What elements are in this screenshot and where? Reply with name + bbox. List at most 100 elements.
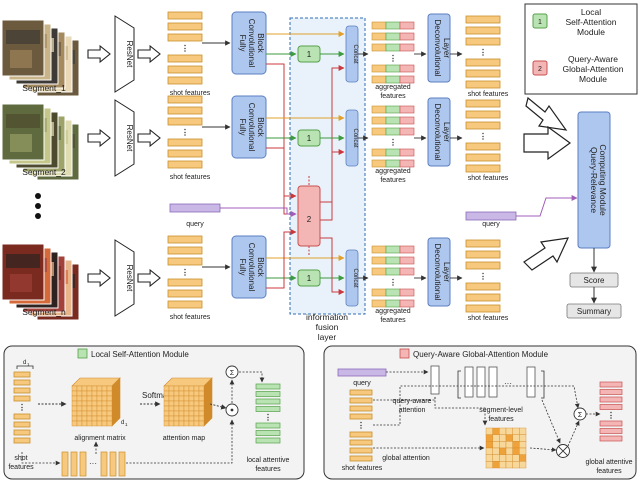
cube-cell — [106, 390, 113, 397]
global-attentive-feature-bar — [599, 428, 623, 434]
cube-cell — [178, 395, 185, 402]
output-shot-features: ⋮ — [465, 99, 501, 173]
local-out-label-2: features — [255, 466, 281, 473]
segment-label: Segment_n — [22, 307, 66, 317]
cube-cell — [86, 395, 93, 402]
cube-cell — [81, 395, 88, 402]
global-attentive-feature-bar — [599, 381, 623, 388]
aggregated-features-stack: ⋮ — [371, 245, 415, 308]
aggregated-feature-cell — [371, 75, 387, 84]
shot-feature-bar — [70, 451, 78, 477]
cube-cell — [76, 385, 83, 392]
qrc-label-2: Computing Module — [598, 144, 608, 216]
cube-cell — [71, 410, 78, 417]
local-attentive-feature-bar — [255, 383, 281, 390]
aggregated-feature-cell — [399, 288, 415, 297]
cube-cell — [96, 410, 103, 417]
cube-cell — [86, 390, 93, 397]
aggregated-feature-row — [371, 159, 415, 168]
aggregated-feature-cell — [385, 105, 401, 114]
aggregated-feature-cell — [371, 127, 387, 136]
aggregated-feature-row — [371, 105, 415, 114]
cube-cell — [101, 415, 108, 422]
video-frame-detail — [6, 30, 40, 44]
cube-cell — [106, 400, 113, 407]
fully-convolutional-block — [231, 235, 267, 299]
cube-cell — [91, 415, 98, 422]
shot-feature-bar — [13, 421, 31, 428]
fusion-layer-label-2: fusion — [316, 322, 339, 332]
hollow-arrow-icon — [523, 125, 572, 161]
cube-cell — [76, 390, 83, 397]
svg-text:1: 1 — [125, 422, 128, 427]
shot-feature-bar — [13, 387, 31, 394]
shot-feature-bar — [167, 278, 203, 287]
cube-cell — [198, 395, 205, 402]
cube-cell — [173, 400, 180, 407]
cube-cell — [76, 410, 83, 417]
cube-side — [203, 377, 213, 427]
deconv-label-2: Layer — [442, 262, 451, 282]
cube-cell — [86, 385, 93, 392]
shot-feature-bar — [167, 300, 203, 309]
cube-cell — [183, 395, 190, 402]
cube-cell — [81, 420, 88, 427]
aggregated-feature-cell — [399, 127, 415, 136]
resnet-label: ResNet — [125, 41, 134, 68]
cube-cell — [106, 385, 113, 392]
grid-cell — [512, 434, 520, 442]
shot-feature-bar — [349, 389, 373, 396]
aggregated-label-2: features — [380, 317, 406, 324]
cube-cell — [168, 410, 175, 417]
cube-cell — [163, 395, 170, 402]
video-frame-detail — [10, 274, 32, 292]
fcb-label: Block — [256, 117, 265, 138]
aggregated-feature-cell — [399, 267, 415, 276]
horizontal-dots-icon: ··· — [504, 379, 512, 388]
shot-feature-bar — [465, 99, 501, 108]
shot-feature-bar — [167, 76, 203, 85]
outer-product-icon — [556, 444, 570, 458]
vertical-dots-icon: ⋮ — [389, 278, 397, 287]
cube-cell — [168, 395, 175, 402]
resnet-block — [114, 15, 135, 93]
cube-cell — [96, 385, 103, 392]
fcb-label: Convolutional — [247, 19, 256, 68]
dot-product-icon — [225, 403, 239, 417]
cube-cell — [168, 390, 175, 397]
cube-cell — [163, 400, 170, 407]
hollow-arrow-icon — [87, 268, 111, 288]
global-attentive-feature-bar — [599, 420, 623, 427]
module-2-label: 2 — [307, 215, 312, 224]
shot-feature-bar — [167, 289, 203, 298]
global-to-concat-arrow — [320, 149, 345, 221]
grid-cell — [519, 441, 527, 449]
cube-cell — [183, 385, 190, 392]
aggregated-feature-row — [371, 299, 415, 308]
qaa-label-2: attention — [399, 407, 426, 414]
vertical-dots-icon: ⋮ — [479, 132, 487, 141]
shot-feature-bar — [465, 58, 501, 67]
shot-feature-bar — [13, 437, 31, 444]
cube-cell — [188, 395, 195, 402]
cube-cell — [106, 395, 113, 402]
grid-cell — [512, 461, 520, 469]
fcb-label: Convolutional — [247, 103, 256, 152]
shot-feature-bar — [465, 282, 501, 291]
cube-cell — [163, 385, 170, 392]
hollow-arrow-icon — [87, 44, 111, 64]
cube-cell — [198, 415, 205, 422]
shot-feature-bar — [349, 447, 373, 454]
vertical-dots-icon: ⋮ — [607, 411, 615, 420]
grid-cell — [485, 427, 493, 435]
aggregated-feature-cell — [371, 116, 387, 125]
global-out-label-1: global attentive — [585, 459, 632, 466]
grid-cell — [519, 447, 527, 455]
vertical-dots-icon: ⋮ — [357, 421, 365, 430]
global-shot-label: shot features — [342, 465, 383, 472]
aggregated-feature-cell — [399, 75, 415, 84]
vertical-dots-icon: ⋮ — [181, 128, 189, 137]
local-d1-label: d — [23, 360, 26, 366]
cube-cell — [71, 405, 78, 412]
aggregated-feature-row — [371, 116, 415, 125]
